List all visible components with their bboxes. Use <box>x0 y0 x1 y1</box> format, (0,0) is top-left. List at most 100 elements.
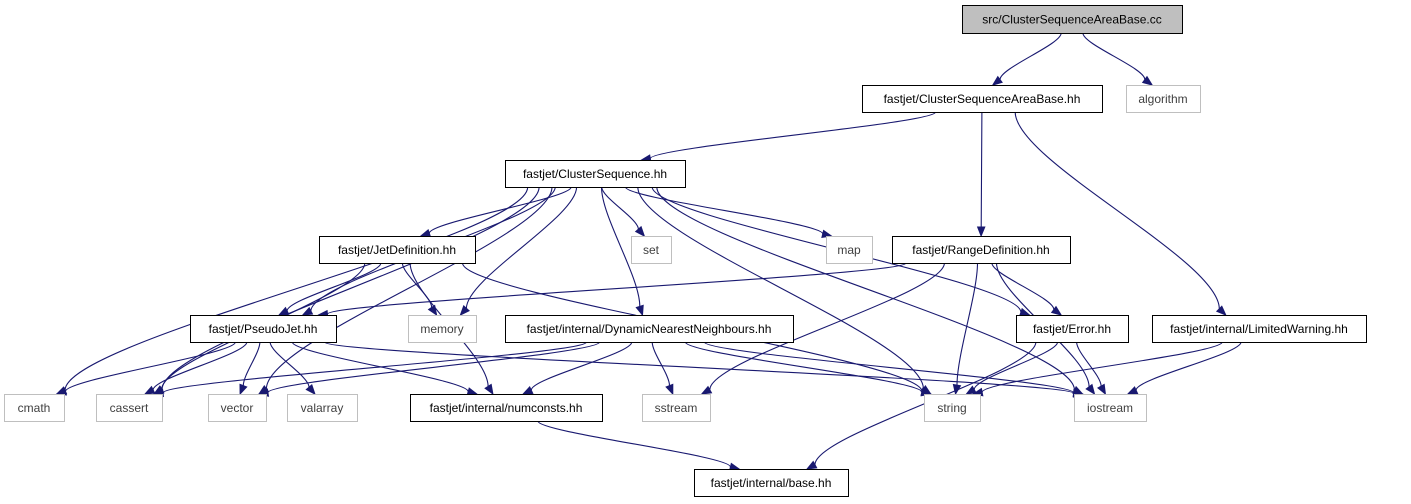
edge-line <box>64 341 237 393</box>
node-jetdef-hh[interactable]: fastjet/JetDefinition.hh <box>319 236 476 264</box>
node-cs-hh[interactable]: fastjet/ClusterSequence.hh <box>505 160 686 188</box>
node-box <box>190 315 337 343</box>
arrowhead <box>459 305 470 316</box>
node-box <box>96 394 163 422</box>
edge-error_hh-to-base_hh <box>805 341 1037 470</box>
edge-line <box>703 341 1075 394</box>
node-box <box>505 160 686 188</box>
node-box <box>208 394 267 422</box>
node-box <box>1126 85 1201 113</box>
edge-limwarn_hh-to-iostream <box>1126 341 1242 395</box>
edge-line <box>465 186 578 309</box>
node-pseudojet-hh[interactable]: fastjet/PseudoJet.hh <box>190 315 337 343</box>
node-memory: memory <box>408 315 477 343</box>
arrowhead <box>1215 305 1227 316</box>
edge-dnn_hh-to-sstream <box>651 341 674 396</box>
edge-jetdef_hh-to-pseudojet_hh <box>277 262 382 316</box>
edge-line <box>1014 111 1220 309</box>
node-dnn-hh[interactable]: fastjet/internal/DynamicNearestNeighbour… <box>505 315 794 343</box>
node-box <box>962 5 1183 34</box>
edge-cs_hh-to-set <box>601 186 646 238</box>
node-box <box>631 236 672 264</box>
edge-line <box>991 262 1055 310</box>
edge-line <box>656 186 1076 391</box>
edge-cs_hh-to-map <box>624 186 833 239</box>
node-box <box>1074 394 1147 422</box>
edge-numconsts_hh-to-base_hh <box>537 420 741 472</box>
node-label: fastjet/Error.hh <box>1033 322 1111 336</box>
arrowhead <box>466 387 479 396</box>
node-label: fastjet/RangeDefinition.hh <box>912 243 1049 257</box>
arrowhead <box>239 383 248 396</box>
edge-line <box>161 186 540 390</box>
node-base-hh[interactable]: fastjet/internal/base.hh <box>694 469 849 497</box>
node-label: fastjet/internal/base.hh <box>711 476 832 490</box>
node-limwarn-hh[interactable]: fastjet/internal/LimitedWarning.hh <box>1152 315 1367 343</box>
edge-cs_hh-to-string <box>637 186 932 395</box>
node-map: map <box>826 236 873 264</box>
edge-line <box>401 262 433 308</box>
edge-line <box>323 341 1075 394</box>
node-label: fastjet/PseudoJet.hh <box>209 322 318 336</box>
edge-pseudojet_hh-to-vector <box>239 341 261 396</box>
arrowhead <box>143 385 156 395</box>
edge-line <box>709 262 945 390</box>
node-box <box>924 394 981 422</box>
node-cmath: cmath <box>4 394 65 422</box>
edge-line <box>537 420 731 468</box>
edge-dnn_hh-to-numconsts_hh <box>521 341 633 395</box>
node-label: fastjet/ClusterSequence.hh <box>523 167 667 181</box>
edge-line <box>1082 32 1146 80</box>
edge-line <box>242 341 261 386</box>
node-numconsts-hh[interactable]: fastjet/internal/numconsts.hh <box>410 394 603 422</box>
node-label: fastjet/internal/LimitedWarning.hh <box>1170 322 1348 336</box>
node-iostream: iostream <box>1074 394 1147 422</box>
arrowhead <box>700 385 713 395</box>
arrowhead <box>991 75 1003 86</box>
node-label: map <box>837 243 861 257</box>
arrowhead <box>484 383 494 396</box>
node-label: memory <box>420 322 463 336</box>
arrowhead <box>1050 305 1063 316</box>
node-box <box>505 315 794 343</box>
arrowhead <box>1126 386 1139 395</box>
node-rangedef-hh[interactable]: fastjet/RangeDefinition.hh <box>892 236 1071 264</box>
edge-cs_hh-to-iostream <box>656 186 1084 395</box>
node-vector: vector <box>208 394 267 422</box>
node-box <box>862 85 1103 113</box>
node-label: valarray <box>301 401 344 415</box>
edge-line <box>649 111 937 160</box>
node-label: cassert <box>110 401 149 415</box>
edge-error_hh-to-string <box>965 341 1059 395</box>
edge-line <box>326 262 907 315</box>
node-string: string <box>924 394 981 422</box>
node-label: fastjet/internal/numconsts.hh <box>430 401 583 415</box>
edge-line <box>973 341 1059 390</box>
node-label: src/ClusterSequenceAreaBase.cc <box>982 13 1161 27</box>
arrowhead <box>635 304 644 317</box>
node-root[interactable]: src/ClusterSequenceAreaBase.cc <box>962 5 1183 34</box>
arrowhead <box>419 228 432 238</box>
edge-line <box>530 341 633 391</box>
node-box <box>4 394 65 422</box>
node-error-hh[interactable]: fastjet/Error.hh <box>1016 315 1129 343</box>
edge-cs_hh-to-dnn_hh <box>600 186 644 317</box>
arrowhead <box>805 460 818 470</box>
arrowhead <box>427 304 438 317</box>
edge-rangedef_hh-to-error_hh <box>991 262 1063 316</box>
edge-line <box>684 341 923 393</box>
file-nodes: src/ClusterSequenceAreaBase.cc fastjet/Cl… <box>4 5 1367 497</box>
node-csab-hh[interactable]: fastjet/ClusterSequenceAreaBase.hh <box>862 85 1103 113</box>
edge-cs_hh-to-memory <box>459 186 578 316</box>
arrowhead <box>521 386 534 395</box>
arrowhead <box>965 385 977 395</box>
edge-cs_hh-to-cassert <box>152 186 540 395</box>
arrowhead <box>976 226 986 238</box>
edge-line <box>637 186 924 389</box>
arrowhead <box>277 306 290 316</box>
edge-line <box>267 341 601 394</box>
arrowhead <box>305 383 316 396</box>
edge-csab_hh-to-rangedef_hh <box>976 111 986 238</box>
edge-line <box>269 341 310 388</box>
